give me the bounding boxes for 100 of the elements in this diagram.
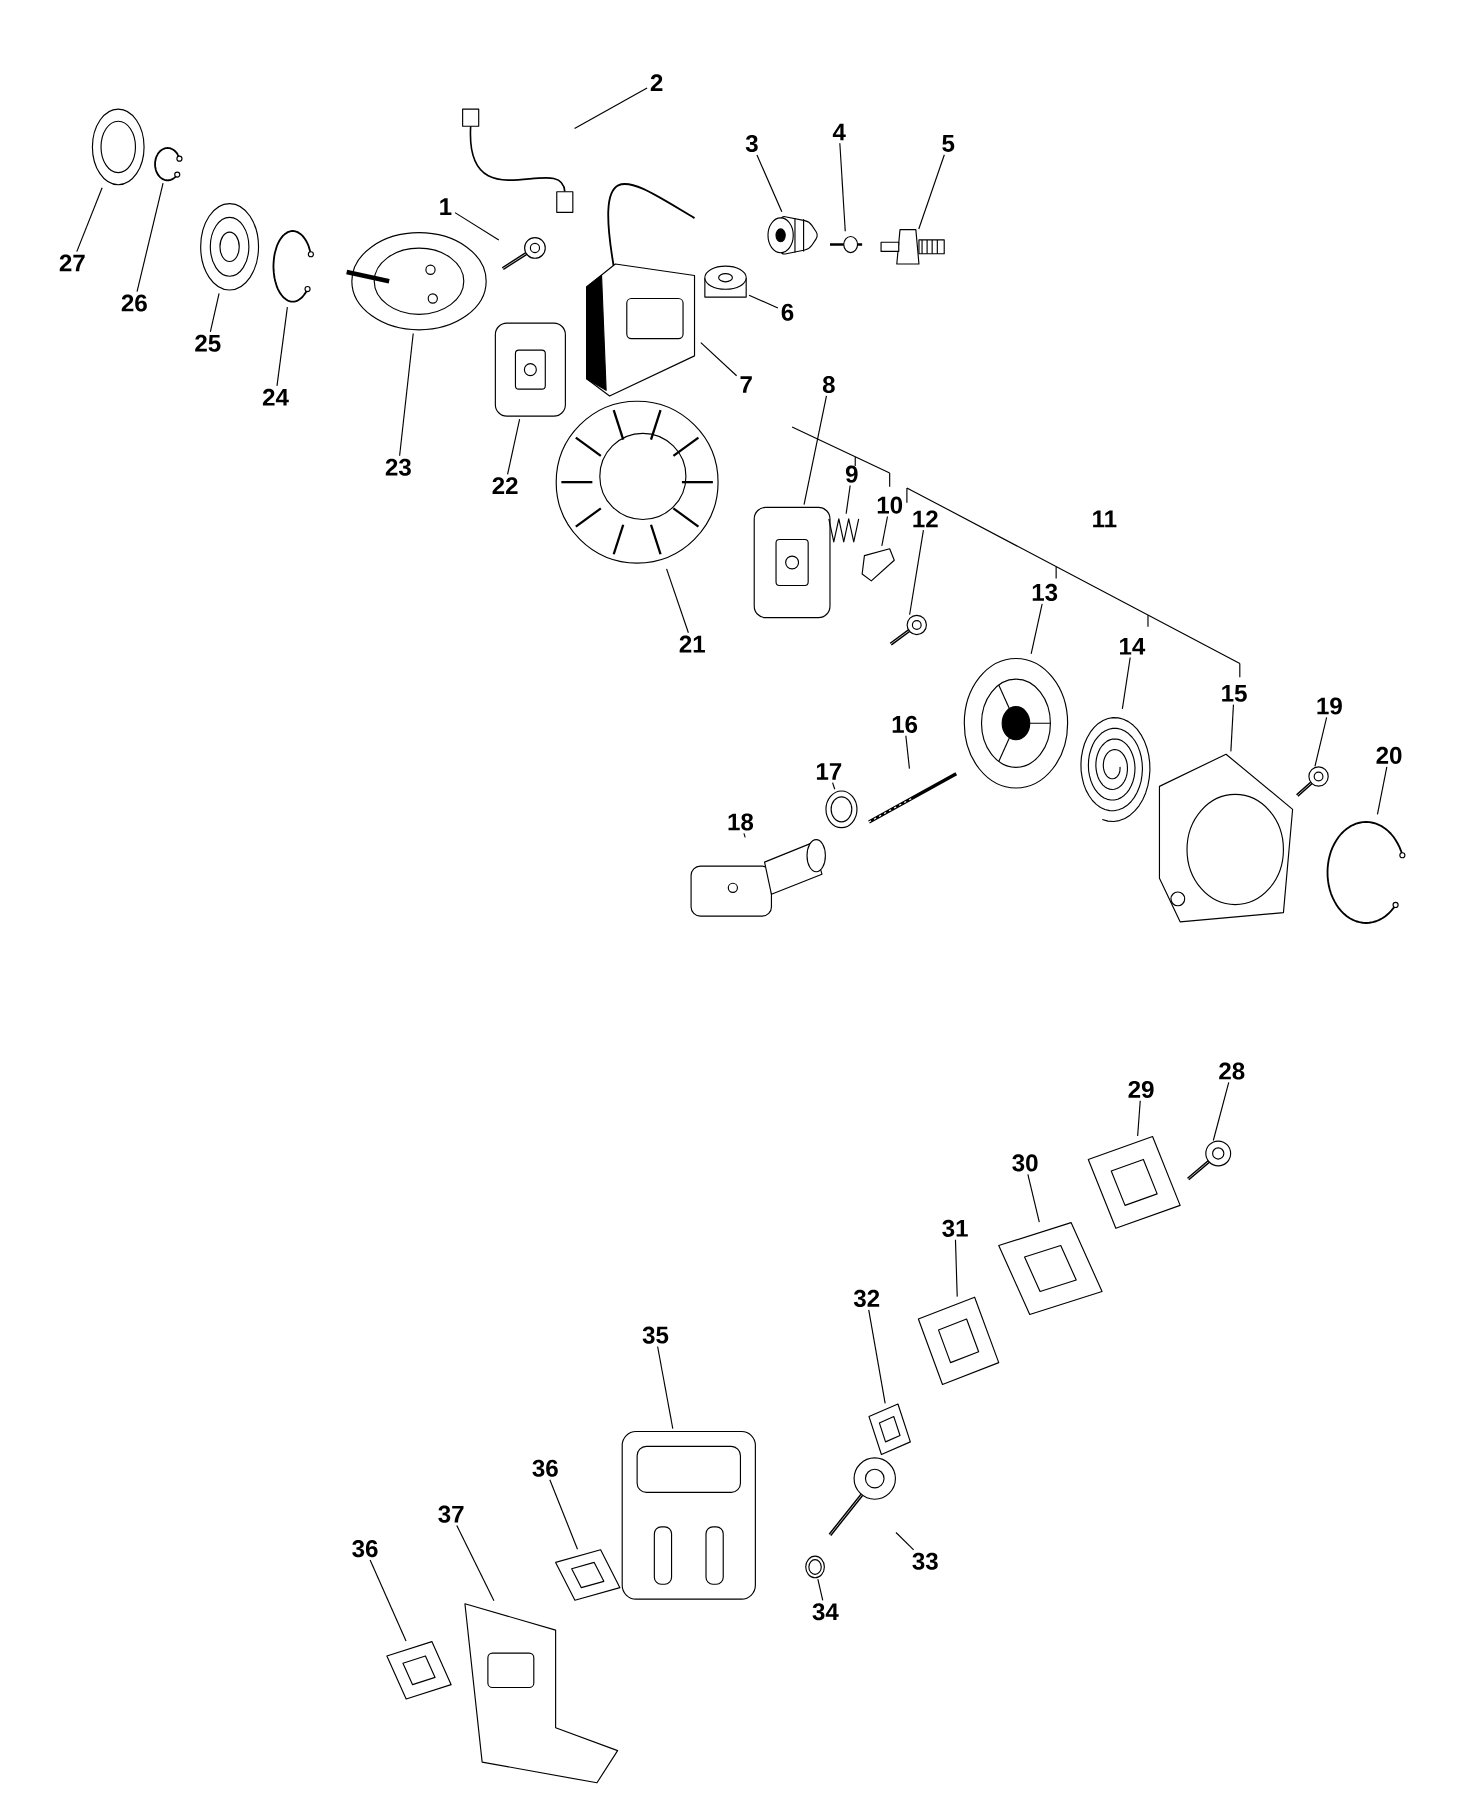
gasket-drawing xyxy=(918,1296,1000,1386)
pulley-drawing xyxy=(963,657,1069,789)
leader-line xyxy=(399,332,415,457)
callout-number: 27 xyxy=(60,254,85,272)
callout-number: 33 xyxy=(912,1552,939,1570)
callout-number: 36 xyxy=(352,1540,378,1558)
callout-number: 2 xyxy=(651,74,663,92)
callout-number: 36 xyxy=(532,1459,559,1477)
muffler-drawing xyxy=(621,1430,757,1600)
leader-line xyxy=(832,782,836,790)
callout-number: 30 xyxy=(1012,1154,1038,1172)
leader-line xyxy=(1122,656,1132,710)
bolt-drawing xyxy=(1187,1140,1232,1181)
bushing-drawing xyxy=(825,790,858,829)
callout-number: 31 xyxy=(942,1219,969,1237)
callout-number: 32 xyxy=(854,1289,880,1307)
leader-line xyxy=(700,342,738,377)
callout-number: 17 xyxy=(817,763,842,780)
leader-line xyxy=(909,529,925,616)
callout-number: 5 xyxy=(942,135,955,152)
bolt-drawing xyxy=(502,237,547,271)
leader-line xyxy=(76,187,103,253)
callout-number: 16 xyxy=(892,715,918,733)
leader-line xyxy=(136,182,164,293)
leader-line xyxy=(549,1479,579,1550)
gasket-drawing xyxy=(386,1641,452,1700)
leader-line xyxy=(210,292,220,333)
washer-drawing xyxy=(805,1555,826,1579)
callout-number: 20 xyxy=(1376,746,1402,764)
callout-number: 28 xyxy=(1219,1062,1245,1080)
callout-number: 23 xyxy=(386,458,412,476)
leader-line xyxy=(1314,716,1328,767)
callout-number: 14 xyxy=(1120,638,1146,655)
bolt-drawing xyxy=(828,1457,897,1536)
callout-number: 25 xyxy=(195,334,221,352)
flywheel-drawing xyxy=(555,400,719,564)
bolt-drawing xyxy=(1296,766,1330,797)
leader-line xyxy=(1213,1081,1230,1142)
callout-number: 11 xyxy=(1093,510,1117,528)
callout-number: 26 xyxy=(122,294,148,312)
leader-line xyxy=(905,735,911,770)
leader-line xyxy=(868,1309,886,1404)
callout-number: 7 xyxy=(740,376,753,393)
callout-number: 19 xyxy=(1317,697,1343,715)
callout-number: 22 xyxy=(492,477,518,494)
leader-line xyxy=(743,832,746,839)
leader-line xyxy=(276,306,289,387)
leader-line xyxy=(955,1239,959,1298)
starter-housing-drawing xyxy=(1159,753,1294,923)
leader-line xyxy=(918,154,946,230)
shield-drawing xyxy=(464,1603,619,1784)
clip-drawing xyxy=(154,147,183,182)
handle-drawing xyxy=(690,839,827,917)
plate-drawing xyxy=(868,1403,912,1456)
callout-number: 34 xyxy=(812,1603,839,1621)
recoil-spring-drawing xyxy=(1080,717,1151,823)
o-ring-drawing xyxy=(1326,821,1406,924)
leader-line xyxy=(895,1531,915,1551)
leader-line xyxy=(803,395,828,506)
spring-drawing xyxy=(828,518,860,543)
callout-number: 29 xyxy=(1128,1080,1154,1098)
clutch-drawing xyxy=(495,322,567,417)
callout-number: 24 xyxy=(263,388,290,406)
leader-line xyxy=(1137,1100,1142,1137)
plug-cap-drawing xyxy=(767,216,818,255)
gasket-drawing xyxy=(998,1222,1103,1315)
callout-number: 3 xyxy=(746,134,758,153)
callout-number: 37 xyxy=(438,1505,464,1523)
callout-number: 18 xyxy=(728,813,754,831)
callout-number: 35 xyxy=(642,1326,669,1344)
leader-line xyxy=(657,1345,674,1430)
clutch-shoe-drawing xyxy=(753,506,831,619)
grommet-drawing xyxy=(704,265,747,298)
callout-number: 1 xyxy=(440,198,452,215)
callout-number: 12 xyxy=(913,510,938,528)
leader-line xyxy=(666,568,690,634)
leader-line xyxy=(756,154,783,213)
callout-number: 13 xyxy=(1033,583,1058,601)
leader-line xyxy=(574,87,648,129)
bearing-drawing xyxy=(200,203,260,291)
oil-seal-drawing xyxy=(92,108,145,186)
ignition-wire-drawing xyxy=(462,108,574,213)
bolt-drawing xyxy=(890,614,928,646)
spark-plug-drawing xyxy=(880,229,946,265)
callout-number: 15 xyxy=(1222,684,1248,702)
callout-number: 8 xyxy=(823,376,836,394)
leader-line xyxy=(1377,766,1388,816)
leader-line xyxy=(839,142,847,232)
callout-number: 10 xyxy=(878,496,903,514)
plate-drawing xyxy=(1087,1135,1181,1229)
leader-line xyxy=(1030,603,1043,655)
callout-number: 9 xyxy=(846,465,858,483)
leader-line xyxy=(507,418,521,475)
leader-line xyxy=(881,515,889,547)
circlip-drawing xyxy=(272,230,315,303)
leader-line xyxy=(817,1578,824,1601)
callout-number: 6 xyxy=(781,303,794,321)
leader-line xyxy=(1027,1173,1041,1223)
pawl-drawing xyxy=(861,548,896,582)
callout-number: 21 xyxy=(679,635,706,653)
